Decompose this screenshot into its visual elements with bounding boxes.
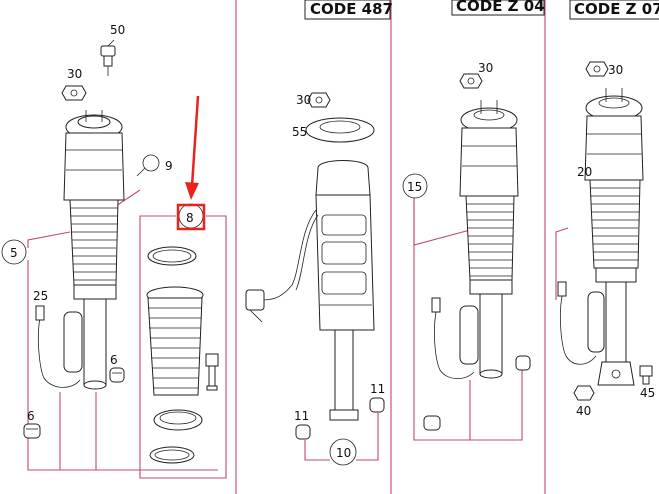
callout-15: 15 xyxy=(407,180,422,194)
strut-assembly-z04 xyxy=(413,73,531,441)
callout-11-a: 11 xyxy=(294,409,309,423)
callout-9: 9 xyxy=(165,159,173,173)
cap-6-right xyxy=(109,367,125,383)
cap-6-left xyxy=(23,423,41,439)
callouts-column-4: 30 20 40 45 xyxy=(576,63,655,418)
callout-25: 25 xyxy=(33,289,48,303)
item-8-box xyxy=(139,203,227,479)
highlight-callout-8: 8 xyxy=(176,95,206,231)
callout-6-b: 6 xyxy=(110,353,118,367)
callout-50: 50 xyxy=(110,23,125,37)
callout-6-a: 6 xyxy=(27,409,35,423)
callout-8: 8 xyxy=(186,211,194,225)
callout-20: 20 xyxy=(577,165,592,179)
strut-assembly-z07 xyxy=(555,61,653,401)
nut-30 xyxy=(61,85,87,101)
callout-40: 40 xyxy=(576,404,591,418)
callout-30-c: 30 xyxy=(478,61,493,75)
header-code-z04: CODE Z 04 xyxy=(451,0,545,16)
header-code-z07-label: CODE Z 07 xyxy=(574,0,659,18)
strut-assembly-487 xyxy=(245,92,385,466)
header-code-z04-label: CODE Z 04 xyxy=(456,0,545,15)
strut-assembly-1 xyxy=(23,39,218,471)
callout-30-d: 30 xyxy=(608,63,623,77)
callouts-column-2: 30 55 11 11 10 xyxy=(292,93,385,460)
callout-5: 5 xyxy=(10,246,18,260)
callout-30-b: 30 xyxy=(296,93,311,107)
bolt-50 xyxy=(100,45,116,76)
callout-11-b: 11 xyxy=(370,382,385,396)
callouts-column-3: 30 15 xyxy=(402,61,493,199)
callout-55: 55 xyxy=(292,125,307,139)
header-code-487-label: CODE 487 xyxy=(310,0,393,18)
callout-45: 45 xyxy=(640,386,655,400)
callout-10: 10 xyxy=(336,446,351,460)
callouts-column-1: 50 30 9 5 25 6 6 xyxy=(1,23,173,423)
header-code-487: CODE 487 xyxy=(304,0,393,20)
column-dividers xyxy=(235,0,546,494)
callout-30-a: 30 xyxy=(67,67,82,81)
header-code-z07: CODE Z 07 xyxy=(569,0,659,20)
